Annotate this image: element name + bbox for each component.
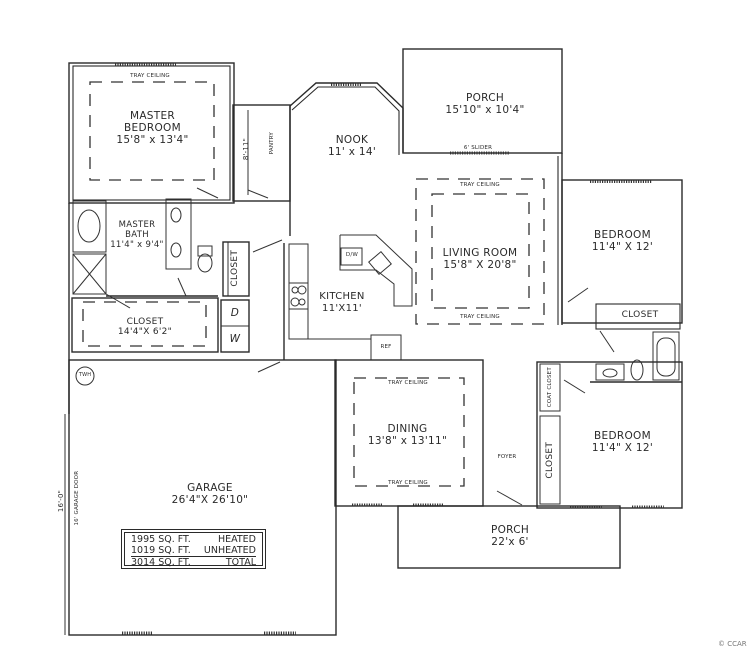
garage-walls	[64, 359, 337, 636]
living-room-label: LIVING ROOM 15'8" X 20'8"	[435, 247, 525, 271]
bedroom-2-name: BEDROOM	[594, 229, 651, 241]
master-bath-label: MASTER BATH 11'4" x 9'4"	[102, 220, 172, 250]
master-closet	[71, 297, 219, 353]
bedroom-2-label: BEDROOM 11'4" X 12'	[580, 229, 665, 253]
square-footage-box: 1995 SQ. FT. HEATED 1019 SQ. FT. UNHEATE…	[121, 529, 266, 569]
living-room-ceiling-top: TRAY CEILING	[460, 182, 500, 188]
rear-porch-label: PORCH 15'10" x 10'4"	[440, 92, 530, 116]
kitchen-size: 11'X11'	[322, 302, 362, 314]
dryer-label: D	[230, 307, 240, 319]
front-porch-walls	[397, 505, 621, 569]
heated-row: 1995 SQ. FT. HEATED	[131, 534, 256, 545]
master-closet-size: 14'4"X 6'2"	[117, 327, 173, 338]
hall-closet-label: CLOSET	[229, 249, 240, 287]
pantry-label: PANTRY	[268, 132, 275, 155]
garage-door-width: 16'-0"	[56, 489, 65, 513]
master-bedroom-name: MASTER BEDROOM 15'8" x 13'4"	[110, 110, 195, 146]
bedroom-2-size: 11'4" X 12'	[591, 241, 654, 254]
bedroom-2-walls	[561, 179, 683, 383]
kitchen-label: KITCHEN 11'X11'	[312, 291, 372, 314]
front-porch-name: PORCH	[490, 524, 530, 536]
nook-name: NOOK	[335, 134, 369, 146]
nook-walls	[289, 82, 404, 236]
master-bath-fixtures	[68, 198, 229, 360]
bedroom-3-size: 11'4" X 12'	[591, 442, 654, 455]
rear-porch-name: PORCH	[465, 92, 505, 104]
front-porch-label: PORCH 22'x 6'	[470, 524, 550, 548]
water-heater-label: TWH	[78, 372, 92, 378]
master-bedroom-ceiling-label: TRAY CEILING	[130, 73, 170, 79]
front-porch-size: 22'x 6'	[491, 536, 529, 549]
living-room-size: 15'8" X 20'8"	[443, 259, 517, 272]
foyer-label: FOYER	[497, 454, 517, 460]
living-room-ceiling	[415, 178, 545, 325]
kitchen-name: KITCHEN	[319, 291, 365, 302]
heated-value: 1995 SQ. FT.	[131, 534, 191, 545]
living-room-ceiling-bottom: TRAY CEILING	[460, 314, 500, 320]
nook-label: NOOK 11' x 14'	[322, 134, 382, 158]
master-bath-size: 11'4" x 9'4"	[110, 239, 164, 250]
dining-ceiling-bottom: TRAY CEILING	[388, 480, 428, 486]
nook-size: 11' x 14'	[327, 146, 377, 159]
unheated-label: UNHEATED	[203, 545, 256, 556]
total-row: 3014 SQ. FT. TOTAL	[131, 557, 256, 568]
garage-name: GARAGE	[187, 482, 233, 494]
kitchen-counters	[283, 234, 413, 361]
dining-name: DINING	[387, 423, 428, 435]
master-bath-name-line1: MASTER	[118, 220, 156, 230]
bedroom-3-name: BEDROOM	[594, 430, 651, 442]
dishwasher-label: D/W	[345, 252, 359, 258]
heated-label: HEATED	[217, 534, 256, 545]
laundry	[220, 299, 250, 353]
foyer-closet-label: CLOSET	[544, 441, 555, 479]
copyright-credit: © CCAR	[718, 640, 747, 648]
unheated-value: 1019 SQ. FT.	[131, 545, 191, 556]
master-closet-name: CLOSET	[126, 317, 164, 327]
garage-door-label: 16' GARAGE DOOR	[73, 470, 80, 526]
rear-porch-size: 15'10" x 10'4"	[445, 104, 525, 117]
bedroom-3-walls	[536, 361, 683, 509]
bedroom-3-label: BEDROOM 11'4" X 12'	[580, 430, 665, 454]
dining-label: DINING 13'8" x 13'11"	[360, 423, 455, 447]
washer-label: W	[229, 333, 241, 345]
master-bedroom-name-line1: MASTER	[129, 110, 176, 122]
slider-door-label: 6' SLIDER	[463, 145, 493, 151]
pantry-size: 8'-11"	[241, 137, 250, 161]
unheated-row: 1019 SQ. FT. UNHEATED	[131, 545, 256, 557]
garage-size: 26'4"X 26'10"	[171, 494, 249, 507]
living-room-name: LIVING ROOM	[442, 247, 518, 259]
master-bedroom-name-line2: BEDROOM	[124, 122, 181, 135]
total-value: 3014 SQ. FT.	[131, 557, 191, 568]
hall-closet	[222, 239, 283, 297]
master-closet-label: CLOSET 14'4"X 6'2"	[105, 317, 185, 338]
coat-closet-label: COAT CLOSET	[546, 367, 553, 408]
dining-size: 13'8" x 13'11"	[367, 435, 448, 448]
total-label: TOTAL	[225, 557, 256, 568]
master-bedroom-size: 15'8" x 13'4"	[116, 134, 189, 147]
master-bath-name-line2: BATH	[125, 229, 149, 240]
dining-ceiling-top: TRAY CEILING	[388, 380, 428, 386]
bedroom-2-closet-label: CLOSET	[621, 310, 659, 320]
refrigerator-label: REF	[380, 344, 392, 350]
garage-label: GARAGE 26'4"X 26'10"	[165, 482, 255, 506]
master-bedroom-walls	[68, 62, 235, 204]
